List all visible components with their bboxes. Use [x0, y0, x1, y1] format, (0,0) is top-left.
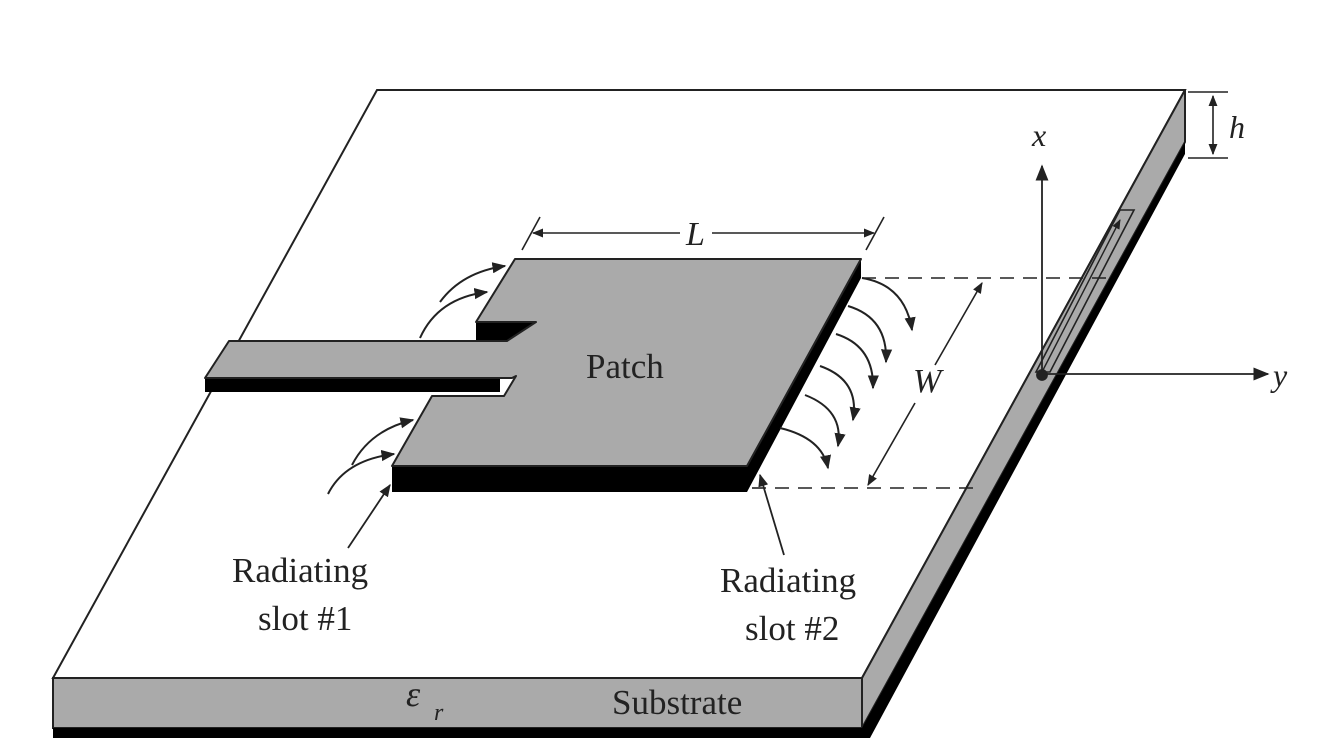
field-arrow	[819, 365, 861, 422]
field-arrow	[779, 427, 832, 470]
patch-top-face	[204, 258, 862, 467]
ground-plane-side	[862, 142, 1185, 738]
x-axis-label: x	[1031, 117, 1046, 153]
slot-leaders	[347, 473, 785, 556]
field-arrow	[861, 277, 916, 332]
patch-thickness-front	[392, 466, 747, 492]
coordinate-axes	[1034, 164, 1270, 381]
patch-label: Patch	[586, 347, 664, 386]
field-arrow	[804, 394, 846, 448]
slot2-label-line1: Radiating	[720, 561, 856, 600]
length-label: L	[685, 216, 705, 253]
slot1-leader	[347, 483, 391, 549]
fringing-field-slot1	[327, 262, 507, 495]
slot2-leader	[758, 473, 785, 556]
dimension-height	[1188, 91, 1228, 159]
dimension-length	[521, 216, 885, 251]
feed-thickness	[205, 378, 500, 392]
field-arrow	[835, 333, 879, 390]
edge-slot-outline	[1034, 209, 1136, 373]
field-arrow	[327, 449, 396, 495]
field-arrow	[847, 305, 893, 364]
labels: Patch L W h x y Radiating slot #1 Radiat…	[232, 109, 1288, 726]
permittivity-label: ε	[406, 674, 421, 714]
field-arrow	[419, 287, 489, 339]
height-label: h	[1229, 109, 1245, 145]
dimension-width	[752, 277, 1110, 489]
patch-thickness-side	[747, 259, 861, 492]
width-label: W	[913, 363, 944, 400]
ground-plane-front	[53, 728, 862, 738]
field-arrow	[439, 262, 507, 303]
field-arrow	[351, 417, 415, 466]
fringing-field-slot2	[779, 277, 916, 470]
y-axis-label: y	[1270, 357, 1288, 393]
substrate-label: Substrate	[612, 683, 742, 722]
slot2-label-line2: slot #2	[745, 609, 839, 648]
permittivity-subscript: r	[434, 700, 444, 726]
slot1-label-line2: slot #1	[258, 599, 352, 638]
slot1-label-line1: Radiating	[232, 551, 368, 590]
patch-conductor	[204, 258, 862, 492]
